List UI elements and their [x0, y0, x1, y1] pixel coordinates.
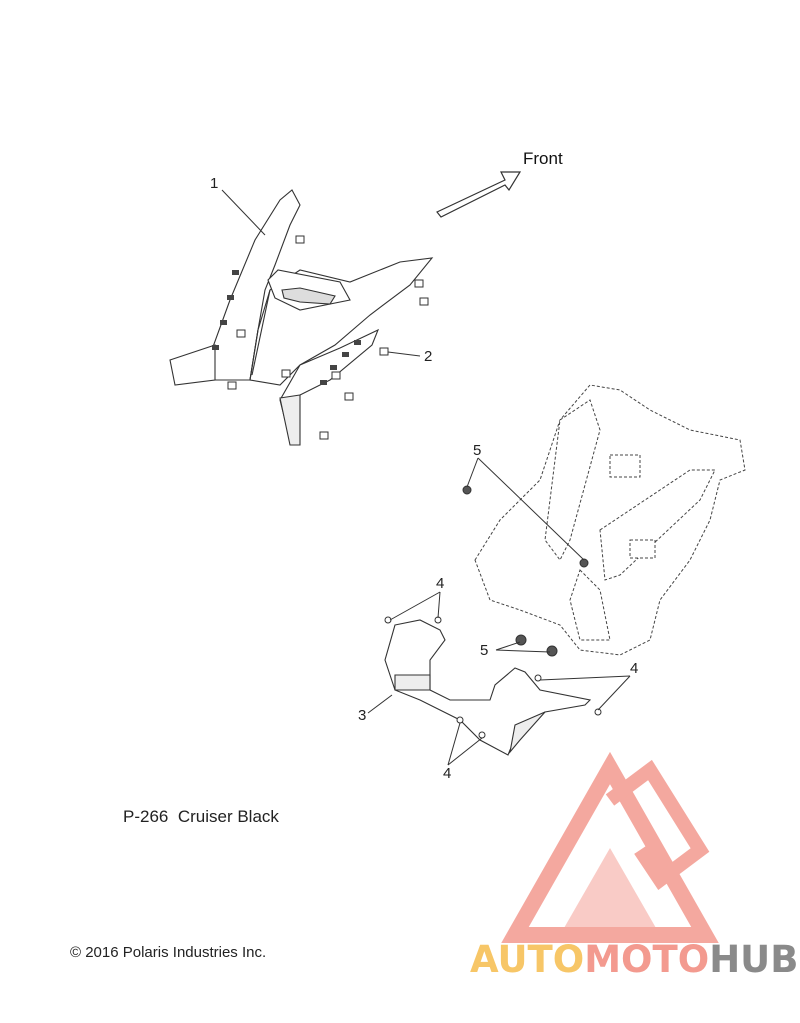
callout-5-upper: 5: [473, 442, 481, 459]
watermark-auto: AUTO: [470, 938, 585, 981]
lower-fender-panel: [384, 619, 592, 756]
leader-lines: [221, 189, 631, 766]
callout-2: 2: [424, 348, 432, 365]
color-name: Cruiser Black: [177, 807, 279, 826]
front-arrow: [436, 171, 522, 218]
callout-4-lower: 4: [443, 765, 451, 782]
watermark-logo: [501, 751, 719, 943]
callout-1: 1: [210, 175, 218, 192]
upper-fender-panel: [169, 189, 434, 446]
callout-4-upper: 4: [436, 575, 444, 592]
callout-3: 3: [358, 707, 366, 724]
copyright-notice: © 2016 Polaris Industries Inc.: [70, 944, 267, 961]
callout-4-right: 4: [630, 660, 638, 677]
callout-5-lower: 5: [480, 642, 488, 659]
vehicle-frame: [474, 384, 746, 656]
watermark-hub: HUB: [709, 938, 799, 981]
part-caption: P-266 Cruiser Black: [123, 807, 279, 827]
clip-fasteners: [227, 235, 429, 440]
watermark-text: AUTOMOTOHUB: [470, 938, 798, 981]
bolts-and-nuts: [384, 485, 602, 739]
watermark-moto: MOTO: [584, 938, 710, 981]
part-code: P-266: [123, 807, 169, 826]
front-label: Front: [523, 149, 563, 168]
